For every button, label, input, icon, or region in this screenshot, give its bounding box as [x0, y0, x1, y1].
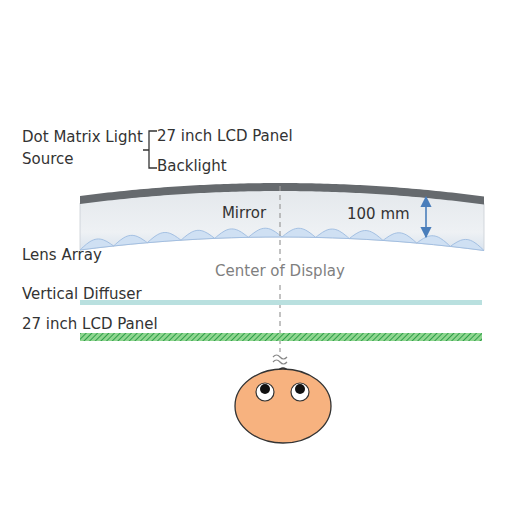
lens	[417, 236, 451, 247]
mirror-illustration	[80, 183, 484, 251]
part-name: Lens Array	[22, 245, 102, 267]
lens	[349, 231, 383, 241]
lens	[450, 239, 484, 250]
pupil	[295, 384, 305, 394]
part-name: Vertical Diffuser	[22, 284, 142, 306]
lens	[383, 233, 417, 243]
break-mark	[273, 355, 287, 364]
dimension-arrow	[425, 197, 427, 237]
axis-label: Center of Display	[212, 261, 348, 283]
pupil	[260, 384, 270, 394]
mirror-body	[80, 190, 484, 251]
eye	[256, 383, 274, 401]
lens	[181, 230, 215, 240]
part-name: Mirror	[222, 203, 266, 225]
viewer-face	[235, 369, 331, 443]
part-name: Backlight	[157, 156, 227, 178]
part-name: Dot Matrix Light Source	[22, 127, 144, 171]
mirror-surface	[80, 183, 484, 205]
lens	[215, 229, 249, 238]
lens	[147, 232, 181, 242]
lens	[248, 228, 282, 237]
lens	[282, 228, 316, 237]
eye	[291, 383, 309, 401]
part-name: 27 inch LCD Panel	[22, 314, 158, 336]
lcd-panel	[80, 333, 482, 341]
lens	[316, 229, 350, 239]
bracket	[143, 131, 157, 168]
lens	[114, 235, 148, 246]
part-name: 27 inch LCD Panel	[157, 126, 293, 148]
dimension: 100 mm	[347, 204, 410, 226]
